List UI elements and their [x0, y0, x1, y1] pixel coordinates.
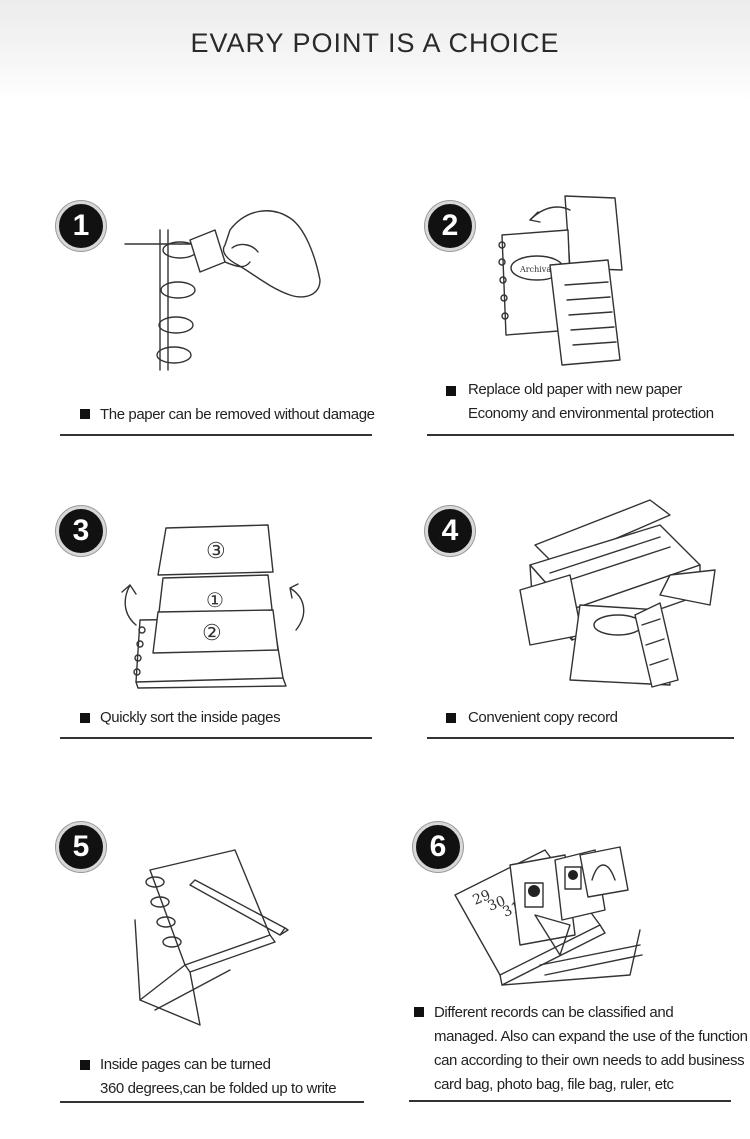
brand-mark: Archival PRO — [519, 265, 575, 274]
bullet-square — [80, 713, 90, 723]
feature-2-caption-line-2: Economy and environmental protection — [468, 405, 714, 422]
accessories-bag-icon: 29 30 31 — [450, 835, 650, 1000]
feature-3-badge: 3 — [56, 506, 106, 556]
feature-6-caption-line-2: managed. Also can expand the use of the … — [434, 1028, 748, 1045]
feature-5-caption-line-2: 360 degrees,can be folded up to write — [100, 1080, 337, 1097]
divider-line — [60, 737, 372, 739]
feature-3-caption: Quickly sort the inside pages — [100, 709, 281, 726]
divider-line — [60, 434, 372, 436]
sort-pages-icon: ③ ① ② — [118, 520, 318, 690]
calendar-number-30: 30 — [486, 893, 509, 915]
feature-6-caption-line-3: can according to their own needs to add … — [434, 1052, 745, 1069]
feature-5-caption-line-1: Inside pages can be turned — [100, 1056, 271, 1073]
calendar-number-29: 29 — [471, 887, 494, 909]
header-banner — [0, 0, 750, 100]
folded-notebook-pen-icon — [120, 840, 290, 1030]
sort-label-1: ① — [206, 588, 224, 612]
divider-line — [409, 1100, 731, 1102]
sort-label-3: ③ — [206, 539, 226, 564]
feature-4-caption: Convenient copy record — [468, 709, 618, 726]
hand-removing-page-icon — [120, 200, 340, 375]
feature-4-badge: 4 — [425, 506, 475, 556]
feature-6-caption-line-4: card bag, photo bag, file bag, ruler, et… — [434, 1076, 674, 1093]
bullet-square — [414, 1007, 424, 1017]
bullet-square — [446, 386, 456, 396]
feature-6-badge: 6 — [413, 822, 463, 872]
copier-icon — [510, 495, 725, 695]
feature-1-badge: 1 — [56, 201, 106, 251]
feature-2-badge: 2 — [425, 201, 475, 251]
divider-line — [60, 1101, 364, 1103]
divider-line — [427, 434, 734, 436]
sort-label-2: ② — [202, 621, 222, 646]
bullet-square — [80, 1060, 90, 1070]
feature-1-caption: The paper can be removed without damage — [100, 406, 375, 423]
bullet-square — [80, 409, 90, 419]
feature-2-caption-line-1: Replace old paper with new paper — [468, 381, 683, 398]
bullet-square — [446, 713, 456, 723]
feature-5-badge: 5 — [56, 822, 106, 872]
divider-line — [427, 737, 734, 739]
replace-paper-icon: Archival PRO — [490, 190, 640, 370]
page-title: EVARY POINT IS A CHOICE — [190, 28, 560, 58]
feature-6-caption-line-1: Different records can be classified and — [434, 1004, 674, 1021]
